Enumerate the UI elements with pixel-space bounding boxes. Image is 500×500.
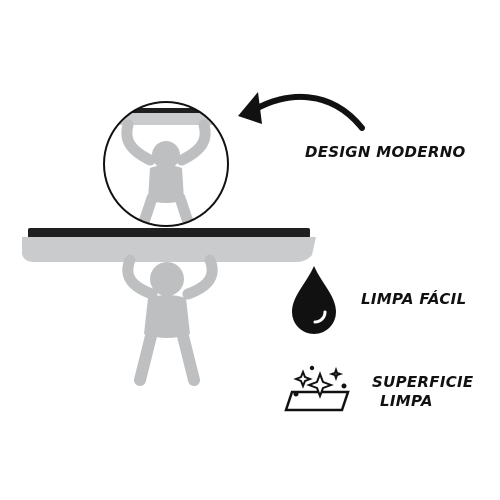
figure-left-leg [134, 326, 158, 386]
feature-label-clean-surface-line1: SUPERFICIE [372, 373, 474, 391]
feature-label-clean-surface-line2: LIMPA [380, 392, 433, 410]
figure-left-arm [122, 254, 158, 300]
curved-arrow-icon [238, 92, 365, 131]
zoom-detail-circle [103, 101, 229, 227]
figure-head [150, 262, 184, 296]
squeegee-bar [22, 237, 316, 262]
sparkle-surface-icon [284, 365, 350, 412]
squeegee-product [22, 228, 316, 386]
feature-label-clean-surface: SUPERFICIE LIMPA [372, 373, 473, 411]
figure-right-leg [176, 326, 200, 386]
water-drop-icon [292, 266, 336, 334]
zoom-bar [104, 113, 228, 125]
figure-right-arm [182, 254, 218, 300]
feature-label-easy-clean: LIMPA FÁCIL [361, 290, 467, 308]
squeegee-blade [28, 228, 310, 238]
zoom-blade-edge [104, 108, 228, 113]
feature-label-design: DESIGN MODERNO [305, 143, 466, 161]
